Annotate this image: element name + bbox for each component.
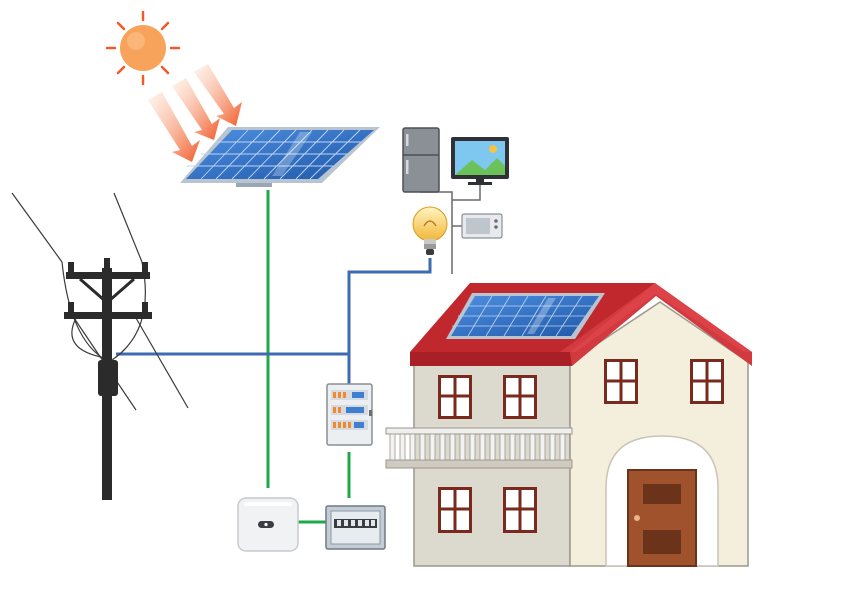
utility-pole-icon (11, 192, 189, 500)
microwave-icon (461, 213, 503, 239)
window-right-2 (690, 359, 724, 404)
sun-rays-icon (148, 64, 242, 162)
window-lower-left-1 (438, 487, 472, 533)
light-bulb-icon (412, 206, 448, 255)
wire-grid-to-board (116, 352, 351, 384)
appliances-icon (402, 127, 509, 239)
wire-board-to-bulb (347, 258, 432, 354)
inverter-icon (237, 497, 299, 552)
house-icon (385, 283, 752, 567)
window-upper-left-2 (503, 375, 537, 419)
window-upper-left-1 (438, 375, 472, 419)
window-lower-left-2 (503, 487, 537, 533)
wires (116, 182, 481, 524)
television-icon (451, 137, 509, 185)
solar-panel-icon (180, 127, 380, 187)
sun-icon (105, 10, 181, 86)
combiner-box-icon (325, 505, 386, 550)
refrigerator-icon (402, 127, 440, 193)
front-door (605, 435, 719, 567)
window-right-1 (604, 359, 638, 404)
distribution-board-icon (326, 383, 373, 446)
balcony-railing (385, 427, 573, 469)
roof-solar-panel-icon (446, 293, 605, 339)
